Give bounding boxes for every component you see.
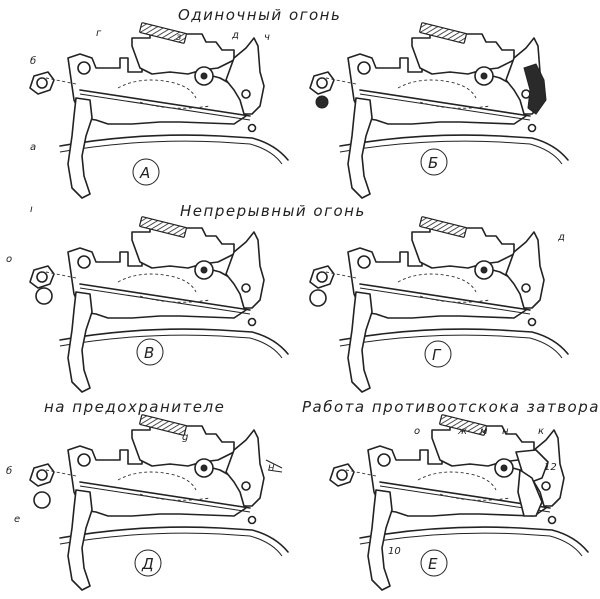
panel-letter-b: Б xyxy=(428,154,438,172)
panel-f-labels: о ж м н к 12 10 xyxy=(388,426,557,557)
panel-letter-c: В xyxy=(144,344,154,362)
panel-c-marker: В xyxy=(136,338,164,366)
heading-on-safety: на предохранителе xyxy=(44,398,225,416)
panel-f-drawing xyxy=(329,413,589,591)
label-b: б xyxy=(30,55,36,67)
panel-e-marker: Д xyxy=(134,549,162,577)
panel-letter-e: Д xyxy=(141,555,154,573)
label-n: н xyxy=(268,462,275,473)
panel-c-drawing xyxy=(29,215,289,393)
panel-b-marker: Б xyxy=(420,148,448,176)
label-zh: ж xyxy=(457,426,467,437)
heading-single-fire: Одиночный огонь xyxy=(178,6,341,24)
panel-a-labels: б г з д ч а xyxy=(30,28,270,153)
panel-e-drawing xyxy=(29,413,289,591)
panel-c-labels: о xyxy=(6,254,12,265)
label-m: м xyxy=(480,426,488,437)
stray-mark: ı xyxy=(30,204,33,215)
label-d-upper: д xyxy=(557,232,565,243)
label-b: б xyxy=(6,465,12,477)
label-a: а xyxy=(30,142,36,153)
panel-f-marker: Е xyxy=(420,549,448,577)
panel-d-marker: Г xyxy=(424,340,452,368)
label-z: з xyxy=(176,32,181,43)
panel-d-drawing xyxy=(309,215,569,393)
heading-continuous-fire: Непрерывный огонь xyxy=(180,202,366,220)
panel-letter-f: Е xyxy=(428,555,438,573)
label-o: о xyxy=(6,254,12,265)
panel-e-labels: б е g н xyxy=(6,432,275,525)
label-g: г xyxy=(96,28,102,39)
panel-a-marker: А xyxy=(132,158,160,186)
label-g: g xyxy=(182,432,188,443)
label-12: 12 xyxy=(544,462,557,473)
label-10: 10 xyxy=(388,546,401,557)
label-k: к xyxy=(538,426,544,437)
label-e: е xyxy=(14,514,20,525)
heading-anti-rebound: Работа противоотскока затвора xyxy=(302,398,600,416)
label-n: н xyxy=(502,426,509,437)
label-ch: ч xyxy=(264,32,270,43)
panel-letter-a: А xyxy=(139,164,150,182)
label-o: о xyxy=(414,426,420,437)
panel-d-labels: д xyxy=(557,232,565,243)
panel-letter-d: Г xyxy=(432,346,442,364)
label-d: д xyxy=(231,30,239,41)
panel-b-drawing xyxy=(309,21,569,199)
